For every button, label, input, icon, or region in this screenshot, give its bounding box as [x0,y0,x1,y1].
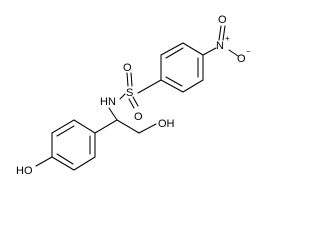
bond [182,42,204,56]
sulfonyl-oxygen-top: O [123,62,132,74]
structure-drawing: O N + O − O S O HN OH [16,14,251,177]
hydroxyl-ring: HO [16,165,33,177]
molecule-diagram: O N + O − O S O HN OH [16,14,251,177]
bond [130,72,133,87]
bond [160,79,184,93]
hydroxyl-side: OH [158,118,175,130]
bond [138,123,157,134]
bond [119,93,126,100]
bond [160,42,184,56]
bond [108,107,118,121]
bond [73,119,96,134]
bond [137,79,162,94]
bottom-benzene-ring [51,119,96,171]
sulfonyl-oxygen-bottom: O [134,111,143,123]
nitro-group: O N + O − [202,14,251,65]
bond [51,156,75,171]
sulfur-atom: S [126,87,133,99]
bond [128,98,135,109]
nitro-oxygen-top: O [218,14,227,26]
bond [228,49,239,57]
amine-nh: HN [100,96,116,108]
bond [94,119,118,134]
double-bond-inner [165,47,184,59]
bond [51,119,75,134]
bond [73,156,96,171]
bond [132,96,139,107]
bond [222,25,226,41]
bond [35,156,53,167]
bond [116,119,140,134]
top-benzene-ring [160,42,204,93]
phenol-hydroxyl: HO [16,156,53,177]
bond [182,79,204,93]
bond [218,25,222,41]
bond [202,47,217,56]
nitro-nitrogen: N [216,40,224,52]
nitro-oxygen-side: O [237,53,246,65]
double-bond-inner [56,153,74,165]
sulfonyl-group: O S O [119,62,162,123]
amine-chain: HN OH [94,96,175,134]
nitro-o-charge: − [246,47,251,56]
bond [126,72,129,87]
double-bond-inner [56,125,75,137]
double-bond-inner [165,76,183,87]
nitro-n-charge: + [225,34,230,43]
